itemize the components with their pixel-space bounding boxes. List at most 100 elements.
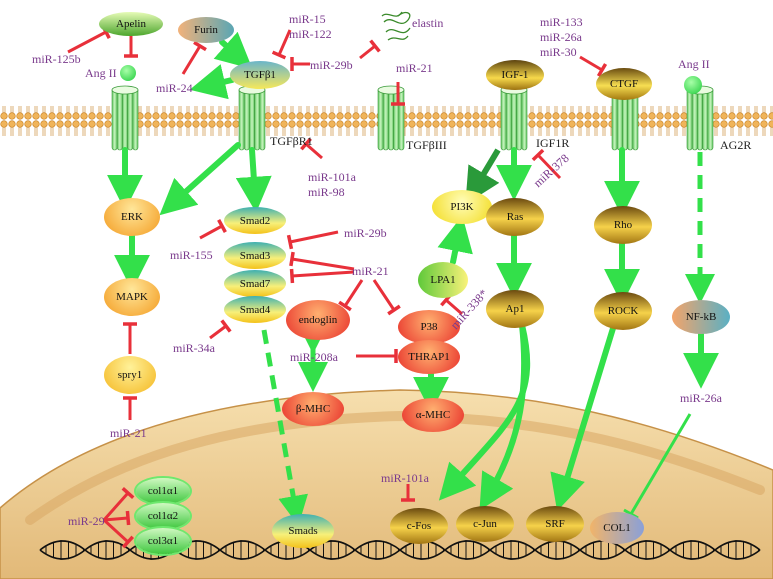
mir101a-top-label: miR-101a (308, 170, 356, 184)
col1-node: COL1 (590, 512, 644, 544)
activation-arrows (107, 31, 719, 512)
ctgf-node: CTGF (596, 68, 652, 100)
ag2r-label: AG2R (720, 138, 752, 152)
smad3-node: Smad3 (224, 242, 286, 269)
cfos-node: c-Fos (390, 508, 448, 544)
inhibit-mir29b-elastin (359, 39, 381, 60)
receptor-tgfbr1 (238, 85, 266, 151)
lpa1-node: LPA1 (418, 262, 468, 298)
angii-label-right: Ang II (678, 57, 710, 71)
mir122-label: miR-122 (289, 27, 332, 41)
arrow-smad4-smads (261, 329, 309, 526)
igf1r-label: IGF1R (536, 136, 570, 150)
arrow-ap1-cjun (479, 322, 528, 511)
alpha-mhc-node: α-MHC (402, 398, 464, 432)
inhibit-mir29-col1a2 (103, 510, 131, 526)
furin-node: Furin (178, 17, 234, 43)
inhibit-mir21-spry1 (123, 396, 137, 420)
angii-ligand-left (120, 65, 136, 81)
col1a2-node: col1α2 (136, 503, 190, 529)
mir21-top-label: miR-21 (396, 61, 433, 75)
mir29b-mid-label: miR-29b (344, 226, 387, 240)
inhibit-spry1-mapk (123, 322, 137, 354)
ap1-node: Ap1 (486, 290, 544, 328)
receptor-tgfb3 (377, 85, 405, 151)
mapk-node: MAPK (104, 278, 160, 316)
elastin-fiber-icon (381, 11, 411, 41)
inhibit-mir24-furin (181, 40, 207, 75)
arrow-furin-tgfb1 (213, 31, 253, 70)
smad2-node: Smad2 (224, 207, 286, 234)
col3a1-node: col3α1 (136, 528, 190, 554)
beta-mhc-node: β-MHC (282, 392, 344, 426)
inhibit-mir101a-cfos (401, 484, 415, 502)
mir125b-label: miR-125b (32, 52, 81, 66)
inhibit-mir29b-smad3 (286, 230, 339, 250)
inhibit-mir29-col3a1 (102, 518, 135, 549)
membrane-receptors (111, 85, 714, 151)
inhibit-mir15-tgfb1 (271, 29, 292, 60)
inhibit-mir21-smad3 (289, 251, 355, 271)
inhibit-mir29b-elastin-tgfb1 (290, 57, 310, 71)
arrow-tgfb1-mir24 (189, 64, 235, 100)
inhibit-mir101a-tgfbr1 (300, 137, 323, 160)
smad4-node: Smad4 (224, 296, 286, 323)
mir29b-top-label: miR-29b (310, 58, 353, 72)
mir15-label: miR-15 (289, 12, 326, 26)
apelin-node: Apelin (99, 12, 163, 36)
arrow-tgfbr1-smad2 (235, 147, 272, 213)
p38-node: P38 (398, 310, 460, 344)
receptor-igf1r (500, 85, 528, 151)
inhibit-mir21-endoglin (338, 279, 364, 312)
mir26a-low-label: miR-26a (680, 391, 722, 405)
nfkb-node: NF-kB (672, 300, 730, 334)
inhibit-mir378-igf1r (531, 148, 562, 180)
mir101a-low-label: miR-101a (381, 471, 429, 485)
ras-node: Ras (486, 198, 544, 236)
mir34a-label: miR-34a (173, 341, 215, 355)
srf-node: SRF (526, 506, 584, 542)
spry1-node: spry1 (104, 356, 156, 394)
endoglin-node: endoglin (286, 300, 350, 340)
inhibit-mir155-smad2 (199, 219, 227, 240)
tgfb3-label: TGFβIII (406, 138, 447, 152)
mir30-label: miR-30 (540, 45, 577, 59)
rho-node: Rho (594, 206, 652, 244)
inhibit-mir208a-thrap1 (356, 349, 398, 363)
inhibit-mir21-p38 (372, 279, 401, 316)
inhibit-mir30-ctgf (579, 55, 608, 77)
arrow-igf1r-pi3k (465, 148, 501, 205)
mir98-label: miR-98 (308, 185, 345, 199)
col1a1-node: col1α1 (136, 478, 190, 504)
arrow-rock-srf (550, 322, 617, 512)
receptor-ctgf (611, 85, 639, 151)
receptor-ag2r (686, 85, 714, 151)
rock-node: ROCK (594, 292, 652, 330)
pi3k-node: PI3K (432, 190, 492, 224)
inhibit-apelin-angii (124, 36, 138, 58)
angii-label-left: Ang II (85, 66, 117, 80)
mir21-low-label: miR-21 (110, 426, 147, 440)
igf1-node: IGF-1 (486, 60, 544, 90)
inhibit-mir29-col1a1 (102, 487, 135, 521)
mir21-mid-label: miR-21 (352, 264, 389, 278)
receptor-angii-left (111, 85, 139, 151)
inhibition-lines (67, 24, 608, 549)
mir29-label: miR-29 (68, 514, 105, 528)
tgfb1-node: TGFβ1 (230, 61, 290, 89)
mir133-label: miR-133 (540, 15, 583, 29)
elastin-label: elastin (412, 16, 444, 30)
smads-node: Smads (272, 514, 334, 548)
cjun-node: c-Jun (456, 506, 514, 542)
inhibit-mir21-smad7 (289, 268, 355, 284)
tgfbr1-label: TGFβR1 (270, 134, 313, 148)
mir26a-top-label: miR-26a (540, 30, 582, 44)
mir155-label: miR-155 (170, 248, 213, 262)
mir208a-label: miR-208a (290, 350, 338, 364)
thrap1-node: THRAP1 (398, 340, 460, 374)
smad7-node: Smad7 (224, 270, 286, 297)
mir24-label: miR-24 (156, 81, 193, 95)
inhibit-mir21-tgfb3 (391, 82, 405, 106)
dashed-arrows (261, 152, 715, 526)
